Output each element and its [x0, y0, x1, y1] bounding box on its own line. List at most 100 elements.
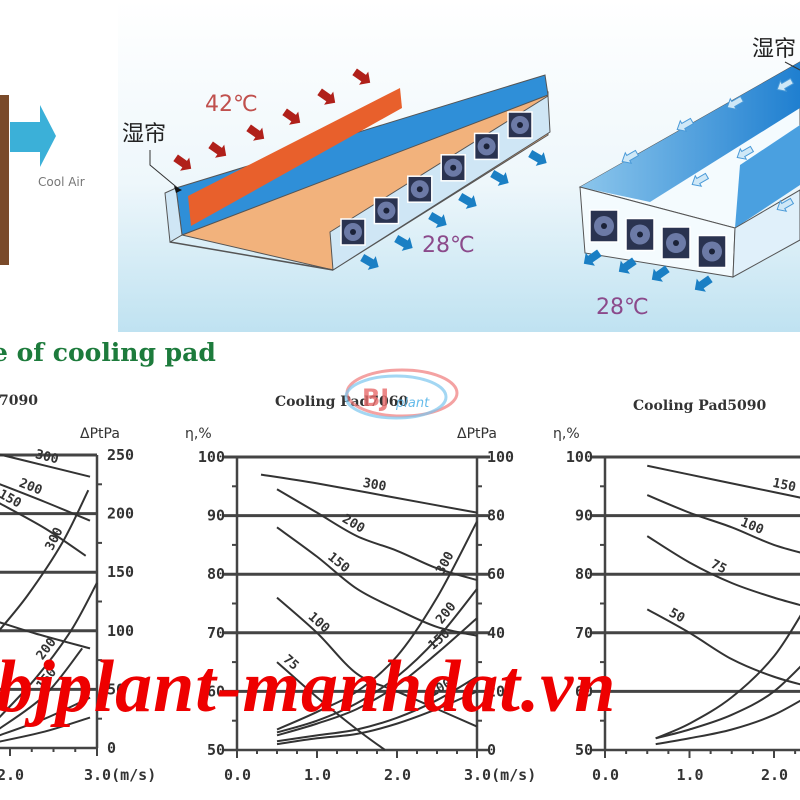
cool-air-outflow-arrow-icon-shape	[583, 249, 602, 266]
right-tick-label: 50	[107, 680, 125, 698]
curve-eff-150	[0, 502, 87, 557]
fan-icon	[589, 209, 619, 243]
curve-dp-200	[276, 588, 478, 734]
fan-icon	[625, 217, 655, 252]
curve-dp-300	[0, 489, 90, 632]
hot-air-arrow-icon	[246, 124, 265, 141]
curve-dp-100	[0, 696, 91, 737]
curve-label: 300	[34, 447, 61, 467]
left-tick-label: 60	[575, 682, 593, 700]
hot-air-arrow-icon	[173, 154, 192, 171]
greenhouse-model-right	[578, 61, 800, 292]
cool-air-outflow-arrow-icon-shape	[458, 193, 477, 209]
left-tick-label: 70	[575, 624, 593, 642]
hot-air-arrow-icon	[282, 108, 301, 125]
left-tick-label: 90	[207, 507, 225, 525]
hollow-arrow-shape	[776, 77, 795, 92]
cool-air-outflow-arrow-icon	[651, 265, 670, 282]
left-tick-label: 80	[207, 565, 225, 583]
fan-hub	[350, 229, 356, 235]
right-tick-label: 60	[487, 565, 505, 583]
fan-icon	[473, 132, 500, 161]
hollow-airflow-arrow-icon	[676, 117, 695, 132]
x-tick-label: 3.0(m/s)	[84, 766, 156, 784]
fan-hub	[450, 164, 457, 171]
cool-air-outflow-arrow-icon	[528, 150, 547, 166]
hot-air-arrow-icon	[317, 88, 336, 105]
fan-hub	[483, 143, 490, 150]
hollow-airflow-arrow-icon	[621, 149, 640, 164]
hollow-airflow-arrow-icon	[736, 145, 755, 160]
cool-air-outflow-arrow-icon	[618, 257, 637, 274]
hot-air-arrow-icon-shape	[208, 141, 227, 158]
right-wet-pad-label: 湿帘	[752, 37, 796, 62]
chart-title: Cooling Pad7090	[0, 393, 38, 409]
hollow-arrow-shape	[726, 95, 745, 110]
cool-air-outflow-arrow-icon-shape	[528, 150, 547, 166]
hot-air-arrow-icon	[352, 68, 371, 85]
right-cool-temperature-label: 28℃	[596, 295, 649, 320]
right-tick-label: 40	[487, 624, 505, 642]
cool-air-outflow-arrow-icon-shape	[428, 212, 447, 228]
fan-icon	[661, 226, 691, 260]
left-axis-label: η,%	[185, 426, 212, 442]
curve-eff-300	[0, 453, 91, 478]
curve-dp-150	[276, 617, 478, 737]
leader-arrow-icon	[174, 186, 182, 193]
hollow-arrow-shape	[691, 172, 710, 187]
right-tick-label: 100	[107, 622, 134, 640]
hollow-airflow-arrow-icon	[726, 95, 745, 110]
curve-label: 150	[324, 550, 352, 577]
cool-air-outflow-arrow-icon	[583, 249, 602, 266]
curve-dp-300	[276, 520, 478, 731]
chart-cooling-pad7060: Cooling Pad7060η,%ΔPtPa50607080901000204…	[185, 394, 536, 784]
fan-icon	[507, 111, 533, 139]
cool-air-outflow-arrow-icon	[490, 170, 509, 186]
right-axis-label: ΔPtPa	[80, 426, 120, 442]
curve-dp-100	[276, 675, 478, 743]
right-axis-label: ΔPtPa	[457, 426, 497, 442]
wet-pad	[188, 88, 402, 226]
fan-icon	[697, 234, 727, 269]
watermark: bjplant-manhdat.vn	[0, 646, 617, 728]
right-tick-label: 200	[107, 505, 134, 523]
cooling-pad-edge	[0, 95, 9, 265]
curve-label: 200	[433, 599, 460, 627]
fan-hub	[416, 186, 423, 193]
right-tick-label: 80	[487, 507, 505, 525]
hot-air-arrow-icon	[208, 141, 227, 158]
curve-eff-150	[647, 464, 800, 499]
hollow-airflow-arrow-icon	[776, 77, 795, 92]
fan-hub	[383, 207, 390, 214]
chart-title: Cooling Pad5090	[633, 398, 767, 414]
fan-icon	[373, 196, 400, 225]
curve-dp-c	[655, 699, 800, 746]
cool-air-outflow-arrow-icon-shape	[694, 275, 713, 292]
left-axis-label: η,%	[553, 426, 580, 442]
left-tick-label: 100	[198, 448, 225, 466]
fan-icon	[407, 175, 433, 203]
right-tick-label: 100	[487, 448, 514, 466]
curve-eff-200	[276, 488, 478, 582]
cool-air-outflow-arrow-icon-shape	[651, 265, 670, 282]
cool-temperature-label: 28℃	[422, 233, 475, 258]
x-tick-label: 1.0	[304, 766, 331, 784]
curve-label: 200	[17, 476, 44, 499]
curve-label: 300	[362, 476, 388, 495]
pad-leader-line	[149, 150, 181, 191]
curve-label: 150	[771, 476, 797, 496]
fan-icon	[340, 218, 366, 246]
curve-eff-100	[646, 494, 800, 554]
wet-pad-label: 湿帘	[122, 122, 166, 147]
hot-temperature-label: 42℃	[205, 92, 258, 117]
curve-dp-200	[0, 582, 98, 719]
curve-eff-50	[646, 608, 800, 686]
greenhouse-model-left	[164, 68, 551, 271]
chart-title: Cooling Pad7060	[275, 394, 409, 410]
cool-air-outflow-arrow-icon	[694, 275, 713, 292]
x-tick-label: 2.0	[384, 766, 411, 784]
curve-label: 75	[708, 557, 729, 577]
cool-air-outflow-arrow-icon-shape	[618, 257, 637, 274]
